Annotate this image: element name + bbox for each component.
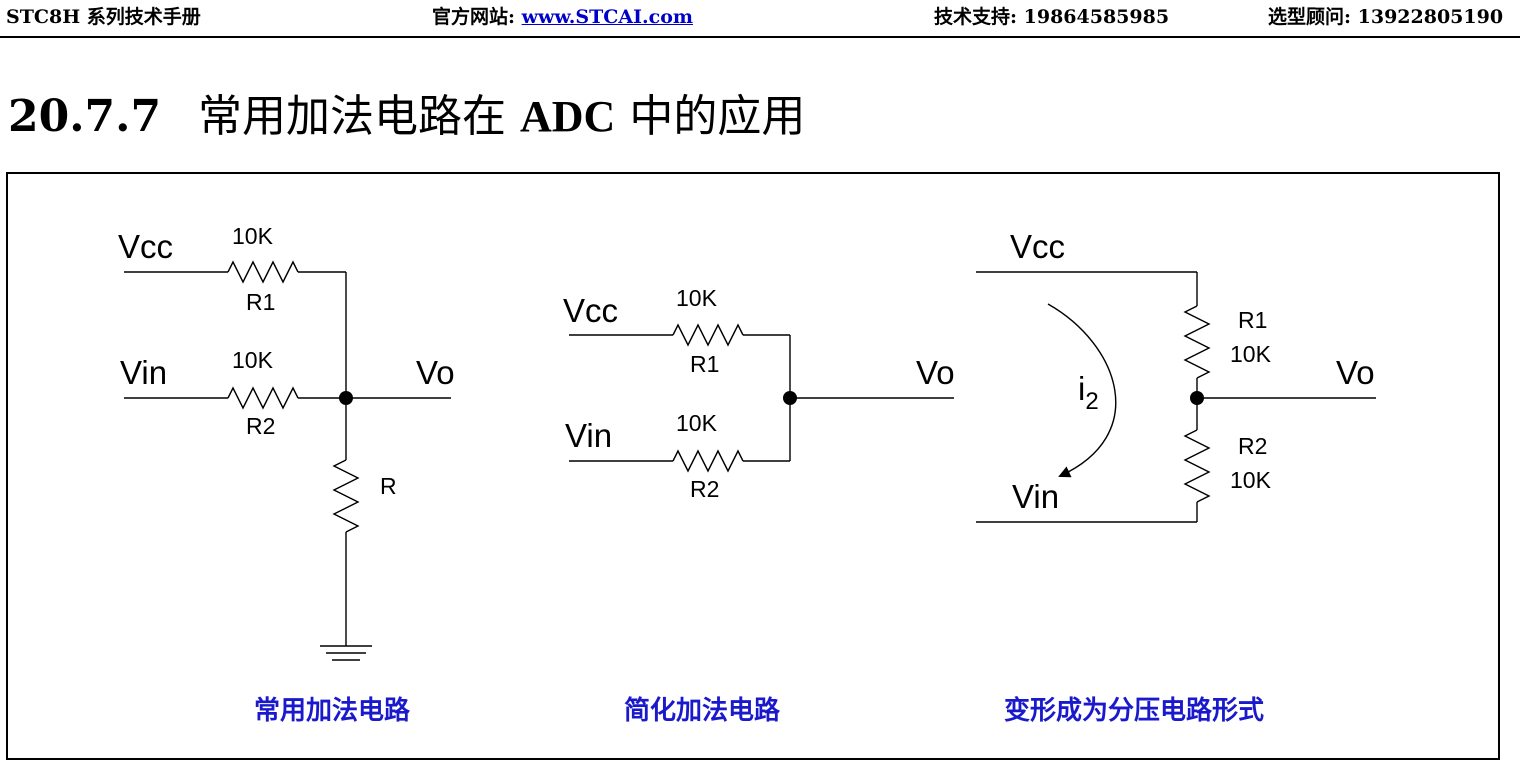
divider-caption: 变形成为分压电路形式 xyxy=(1004,696,1265,726)
website-label: 官方网站: xyxy=(432,6,522,28)
support-phone: 技术支持: 19864585985 xyxy=(934,6,1170,28)
c2-r2-value: 10K xyxy=(676,410,718,436)
c3-r1-name: R1 xyxy=(1238,307,1267,333)
c3-vcc-label: Vcc xyxy=(1010,228,1065,265)
c3-r2-name: R2 xyxy=(1238,433,1267,459)
header-divider xyxy=(0,36,1520,38)
c2-r1-resistor xyxy=(672,323,744,347)
c3-vo-label: Vo xyxy=(1336,354,1375,391)
c3-current-subscript: 2 xyxy=(1085,388,1098,415)
common-adder-caption: 常用加法电路 xyxy=(254,696,411,726)
c3-vin-label: Vin xyxy=(1012,478,1059,515)
c3-r1-resistor xyxy=(1183,305,1211,379)
divider-circuit xyxy=(976,271,1376,523)
c3-current-symbol: i xyxy=(1078,370,1085,407)
simplified-adder-circuit xyxy=(569,323,954,473)
sales-phone: 选型顾问: 13922805190 xyxy=(1268,6,1504,28)
c1-r2-name: R2 xyxy=(246,413,275,439)
c2-r1-value: 10K xyxy=(676,285,718,311)
c3-r2-resistor xyxy=(1183,429,1211,503)
c1-r1-name: R1 xyxy=(246,289,275,315)
c1-vcc-label: Vcc xyxy=(118,228,173,265)
c2-vo-label: Vo xyxy=(916,354,955,391)
simplified-adder-caption: 简化加法电路 xyxy=(624,696,781,726)
c2-vcc-label: Vcc xyxy=(563,292,618,329)
c3-r1-value: 10K xyxy=(1230,341,1272,367)
c2-r1-name: R1 xyxy=(690,351,719,377)
website-link[interactable]: www.STCAI.com xyxy=(521,6,693,28)
c3-r2-value: 10K xyxy=(1230,467,1272,493)
c3-current-arrow xyxy=(1047,303,1117,478)
c3-junction-dot xyxy=(1190,391,1204,405)
c1-r1-resistor xyxy=(227,260,299,284)
section-title: 常用加法电路在 ADC 中的应用 xyxy=(198,82,805,152)
section-title-after: 中的应用 xyxy=(615,91,806,142)
c2-r2-name: R2 xyxy=(690,476,719,502)
c1-r-name: R xyxy=(380,473,397,499)
diagram-frame xyxy=(6,172,1500,760)
section-title-before: 常用加法电路在 xyxy=(198,91,520,142)
c1-r1-value: 10K xyxy=(232,223,274,249)
c2-r2-resistor xyxy=(672,449,744,473)
section-title-abbr: ADC xyxy=(520,92,616,141)
c1-vin-label: Vin xyxy=(120,354,167,391)
c2-junction-dot xyxy=(783,391,797,405)
doc-title: STC8H 系列技术手册 xyxy=(6,6,201,28)
c1-vo-label: Vo xyxy=(416,354,455,391)
c1-r-resistor xyxy=(332,459,360,533)
c2-vin-label: Vin xyxy=(565,417,612,454)
common-adder-circuit xyxy=(124,260,451,661)
section-number: 20.7.7 xyxy=(8,91,162,142)
c3-current-label: i2 xyxy=(1078,370,1099,415)
c1-junction-dot xyxy=(339,391,353,405)
c1-r2-value: 10K xyxy=(232,347,274,373)
website-info: 官方网站: www.STCAI.com xyxy=(432,0,693,34)
c1-r2-resistor xyxy=(227,386,299,410)
